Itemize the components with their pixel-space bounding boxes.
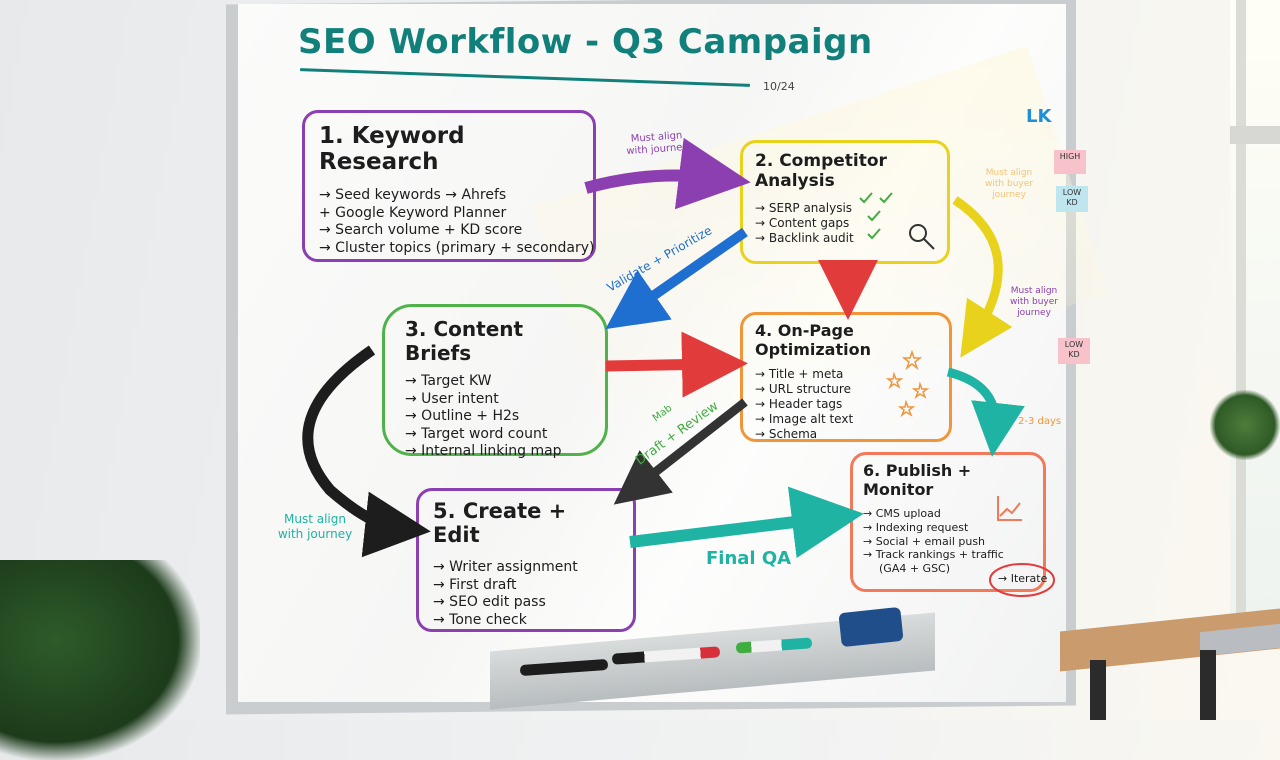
sticky-note-low-kd-2: LOW KD xyxy=(1058,338,1090,364)
trend-chart-icon xyxy=(997,496,1022,521)
stars-icon xyxy=(885,349,930,418)
annotation-must-align-top: Must align with journey xyxy=(626,130,689,158)
arrow-5-to-6 xyxy=(629,486,864,559)
annotation-must-align-right-faded: Must align with buyer journey xyxy=(985,168,1033,200)
arrow-1-to-2 xyxy=(584,137,751,210)
list-item: → SEO edit pass xyxy=(433,594,546,610)
desk-leg xyxy=(1200,650,1216,720)
desk-leg xyxy=(1090,660,1106,720)
annotation-must-align-left: Must align with journey xyxy=(277,512,353,541)
list-item: → Backlink audit xyxy=(755,231,854,245)
plant-background xyxy=(1210,390,1280,460)
list-item: → Image alt text xyxy=(755,412,854,426)
list-item: → Target KW xyxy=(405,373,492,389)
annotation-must-align-right: Must align with buyer journey xyxy=(1010,286,1058,318)
list-item: → Track rankings + traffic xyxy=(863,548,1004,562)
list-item: → Schema xyxy=(755,427,818,441)
step-create-edit: 5. Create + Edit → Writer assignment → F… xyxy=(416,488,636,632)
list-item: → Content gaps xyxy=(755,216,850,230)
list-item: → Writer assignment xyxy=(433,559,578,575)
step-title: 4. On-Page Optimization xyxy=(755,321,871,359)
list-item: → Search volume + KD score xyxy=(319,222,523,238)
list-item: + Google Keyword Planner xyxy=(319,204,507,221)
list-item: (GA4 + GSC) xyxy=(879,562,951,575)
list-item: → Social + email push xyxy=(863,534,986,548)
list-item: → Cluster topics (primary + secondary) xyxy=(319,239,595,256)
board-title: SEO Workflow - Q3 Campaign xyxy=(298,22,873,62)
arrow-3-to-5 xyxy=(302,345,431,558)
whiteboard-eraser[interactable] xyxy=(838,606,904,648)
list-item: → Seed keywords → Ahrefs xyxy=(319,187,507,203)
list-item: → Title + meta xyxy=(755,367,844,381)
arrows-layer xyxy=(302,137,1055,597)
list-item: → CMS upload xyxy=(863,507,941,520)
step-content-briefs: 3. Content Briefs → Target KW → User int… xyxy=(382,304,608,459)
list-item: → Outline + H2s xyxy=(405,408,520,424)
list-item: → SERP analysis xyxy=(755,201,853,215)
window-frame xyxy=(1236,0,1280,620)
list-item: → Indexing request xyxy=(863,520,969,534)
plant-foreground xyxy=(0,560,200,760)
sticky-note-low-kd: LOW KD xyxy=(1056,186,1088,212)
step-title: 1. Keyword Research xyxy=(319,123,465,175)
arrow-4-to-6 xyxy=(946,367,1025,457)
arrow-2-to-4-yellow xyxy=(952,196,1013,358)
list-item: → First draft xyxy=(433,576,517,593)
step-keyword-research: 1. Keyword Research → Seed keywords → Ah… xyxy=(302,110,596,262)
board-date: 10/24 xyxy=(763,80,795,93)
list-item: → User intent xyxy=(405,390,499,407)
iterate-circle xyxy=(989,563,1055,597)
check-icon xyxy=(859,192,893,240)
list-item: → Internal linking map xyxy=(405,443,562,459)
annotation-days: 2-3 days xyxy=(1018,416,1062,427)
step-title: 5. Create + Edit xyxy=(433,499,567,547)
board-initials: LK xyxy=(1026,106,1052,127)
list-item: → Target word count xyxy=(405,425,548,442)
magnifier-icon xyxy=(909,224,935,250)
annotation-final-qa: Final QA xyxy=(706,548,792,569)
arrow-3-to-4 xyxy=(605,331,748,398)
annotation-iterate: → Iterate xyxy=(998,572,1048,585)
step-title: 6. Publish + Monitor xyxy=(863,461,972,499)
arrow-2-to-3 xyxy=(605,227,748,330)
arrow-4-to-5 xyxy=(613,398,748,505)
sticky-note-high: HIGH xyxy=(1054,150,1086,174)
window-bar xyxy=(1230,126,1280,144)
step-title: 2. Competitor Analysis xyxy=(755,151,887,191)
list-item: → URL structure xyxy=(755,382,851,396)
step-title: 3. Content Briefs xyxy=(405,317,524,365)
list-item: → Tone check xyxy=(433,611,527,628)
list-item: → Header tags xyxy=(755,397,843,411)
